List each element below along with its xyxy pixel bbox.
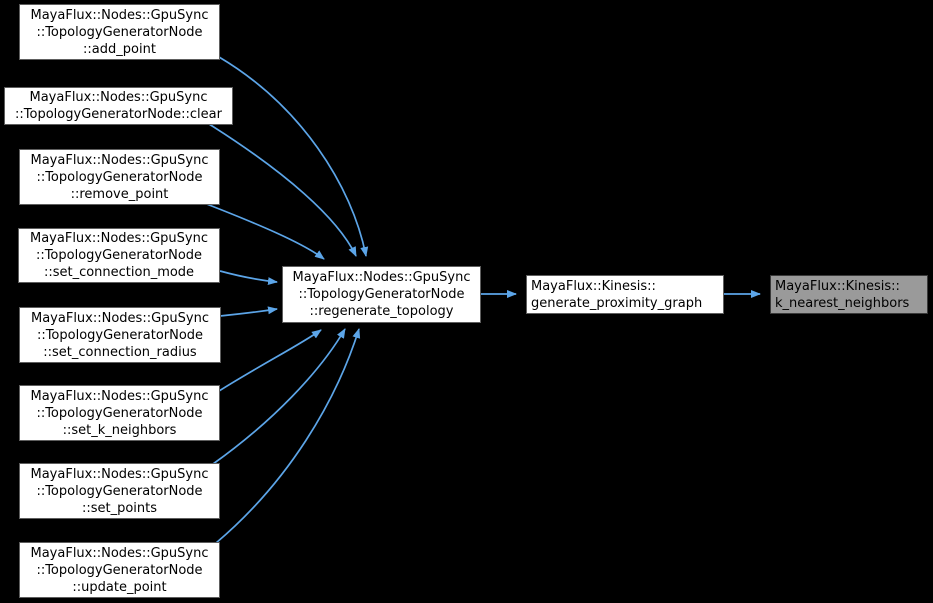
node-label-line: ::TopologyGeneratorNode <box>36 405 203 421</box>
node-label-line: ::set_points <box>81 500 158 516</box>
node-label-line: generate_proximity_graph <box>531 295 703 311</box>
edge-set-k-neighbors-to-regenerate-topology <box>218 329 322 392</box>
node-label-line: MayaFlux::Nodes::GpuSync <box>30 152 209 168</box>
edge-remove-point-to-regenerate-topology <box>203 202 325 260</box>
node-remove-point[interactable]: MayaFlux::Nodes::GpuSync ::TopologyGener… <box>19 149 220 205</box>
node-add-point[interactable]: MayaFlux::Nodes::GpuSync ::TopologyGener… <box>19 4 220 60</box>
node-label-line: ::TopologyGeneratorNode <box>36 562 203 578</box>
node-label-line: ::TopologyGeneratorNode <box>35 248 203 263</box>
node-label-line: ::set_connection_mode <box>43 265 195 280</box>
edge-set-connection-mode-to-regenerate-topology <box>219 270 278 286</box>
node-label-line: ::set_connection_radius <box>43 344 197 360</box>
node-label-line: ::TopologyGeneratorNode <box>36 169 203 185</box>
node-label-line: ::TopologyGeneratorNode <box>36 327 204 343</box>
edge-update-point-to-regenerate-topology <box>215 328 361 544</box>
node-label-line: MayaFlux::Nodes::GpuSync <box>30 7 209 23</box>
edge-clear-to-regenerate-topology <box>208 123 357 257</box>
node-label-line: MayaFlux::Nodes::GpuSync <box>29 90 208 105</box>
node-regenerate-topology[interactable]: MayaFlux::Nodes::GpuSync ::TopologyGener… <box>282 266 481 323</box>
node-label-line: MayaFlux::Kinesis:: <box>775 278 900 294</box>
node-label-line: MayaFlux::Kinesis:: <box>531 278 656 294</box>
node-label-line: MayaFlux::Nodes::GpuSync <box>30 545 209 561</box>
node-label-line: ::update_point <box>72 579 167 595</box>
node-update-point[interactable]: MayaFlux::Nodes::GpuSync ::TopologyGener… <box>19 542 220 598</box>
node-label-line: ::set_k_neighbors <box>62 422 177 438</box>
node-label-line: ::add_point <box>83 41 156 57</box>
node-generate-proximity-graph[interactable]: MayaFlux::Kinesis:: generate_proximity_g… <box>526 275 724 314</box>
node-label-line: MayaFlux::Nodes::GpuSync <box>292 270 471 285</box>
node-label-line: ::TopologyGeneratorNode <box>298 287 465 302</box>
edge-add-point-to-regenerate-topology <box>218 56 369 257</box>
node-clear[interactable]: MayaFlux::Nodes::GpuSync ::TopologyGener… <box>4 87 233 125</box>
node-set-connection-radius[interactable]: MayaFlux::Nodes::GpuSync ::TopologyGener… <box>19 307 221 363</box>
node-set-k-neighbors[interactable]: MayaFlux::Nodes::GpuSync ::TopologyGener… <box>19 385 220 441</box>
node-label-line: ::TopologyGeneratorNode <box>36 24 203 40</box>
node-set-points[interactable]: MayaFlux::Nodes::GpuSync ::TopologyGener… <box>19 463 220 519</box>
node-label-line: MayaFlux::Nodes::GpuSync <box>31 310 209 326</box>
node-label-line: MayaFlux::Nodes::GpuSync <box>30 231 208 246</box>
node-label-line: MayaFlux::Nodes::GpuSync <box>30 466 209 482</box>
node-label-line: ::remove_point <box>70 186 169 202</box>
edge-set-points-to-regenerate-topology <box>212 328 346 465</box>
node-label-line: ::TopologyGeneratorNode::clear <box>15 107 222 122</box>
node-label-line: MayaFlux::Nodes::GpuSync <box>30 388 209 404</box>
edge-set-connection-radius-to-regenerate-topology <box>219 306 278 317</box>
node-set-connection-mode[interactable]: MayaFlux::Nodes::GpuSync ::TopologyGener… <box>18 228 220 283</box>
node-k-nearest-neighbors: MayaFlux::Kinesis:: k_nearest_neighbors <box>770 275 928 314</box>
node-label-line: ::TopologyGeneratorNode <box>36 483 203 499</box>
node-label-line: ::regenerate_topology <box>309 304 454 319</box>
node-label-line: k_nearest_neighbors <box>775 295 910 311</box>
